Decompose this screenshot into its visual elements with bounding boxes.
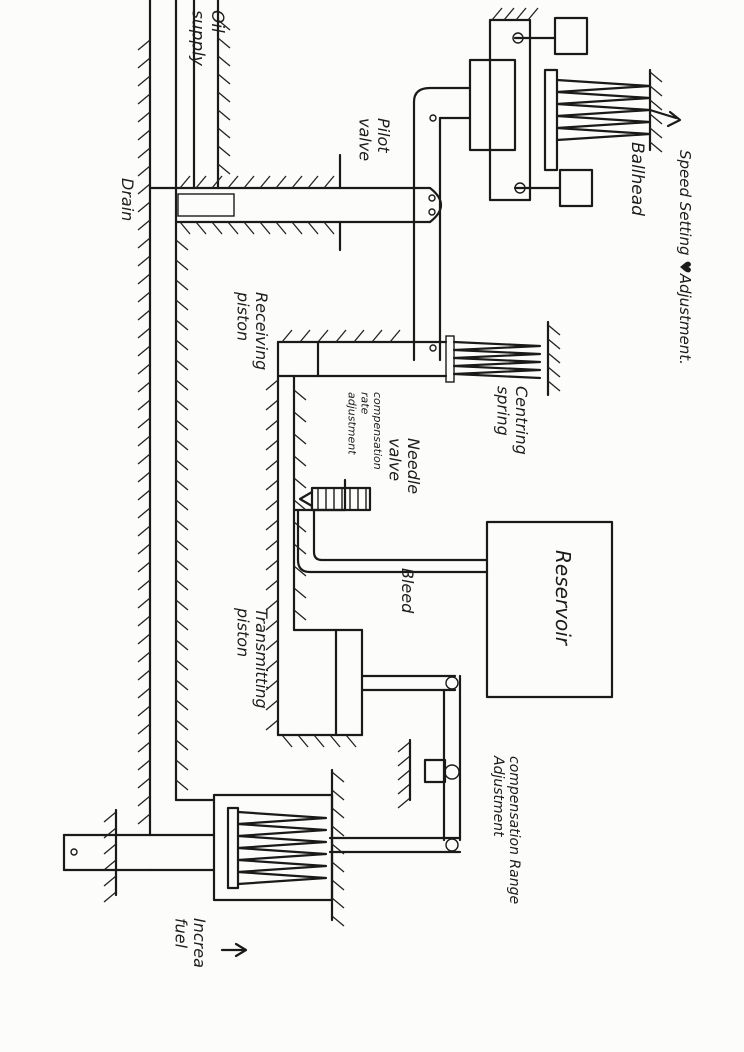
label-compensation-rate: compensationrateadjustment — [346, 392, 384, 470]
reservoir — [485, 520, 614, 699]
transmitting-piston — [276, 628, 459, 737]
label-pilot-valve: Pilotvalve — [356, 118, 393, 161]
label-compensation-range: compensation RangeAdjustment — [490, 755, 522, 904]
needle-valve — [298, 486, 372, 512]
label-increase-fuel: Increafuel — [172, 918, 209, 968]
label-needle-valve: Needlevalve — [386, 438, 423, 494]
pilot-rod — [412, 86, 472, 362]
ballhead — [468, 16, 682, 208]
label-drain: Drain — [118, 178, 137, 221]
bleed-line — [296, 508, 489, 574]
centring-spring — [445, 320, 550, 397]
label-receiving-piston: Receivingpiston — [234, 291, 271, 370]
labels: Oilsupply Pilotvalve Drain Ballhead Spee… — [118, 10, 694, 968]
label-transmitting-piston: Transmittingpiston — [234, 607, 271, 709]
label-centring-spring: Centringspring — [494, 386, 531, 455]
compensation-linkage — [328, 674, 462, 854]
label-speed-setting: Speed Setting ♥Adjustment. — [676, 150, 694, 365]
label-oil-supply: Oilsupply — [187, 10, 227, 67]
oil-supply-duct — [148, 0, 178, 837]
label-ballhead: Ballhead — [627, 142, 647, 216]
label-reservoir: Reservoir — [551, 550, 575, 647]
pilot-valve-body — [174, 153, 443, 252]
housing-hatching — [103, 7, 663, 927]
label-bleed: Bleed — [398, 568, 417, 614]
power-piston — [62, 768, 334, 958]
oil-supply-pipe — [192, 0, 220, 190]
